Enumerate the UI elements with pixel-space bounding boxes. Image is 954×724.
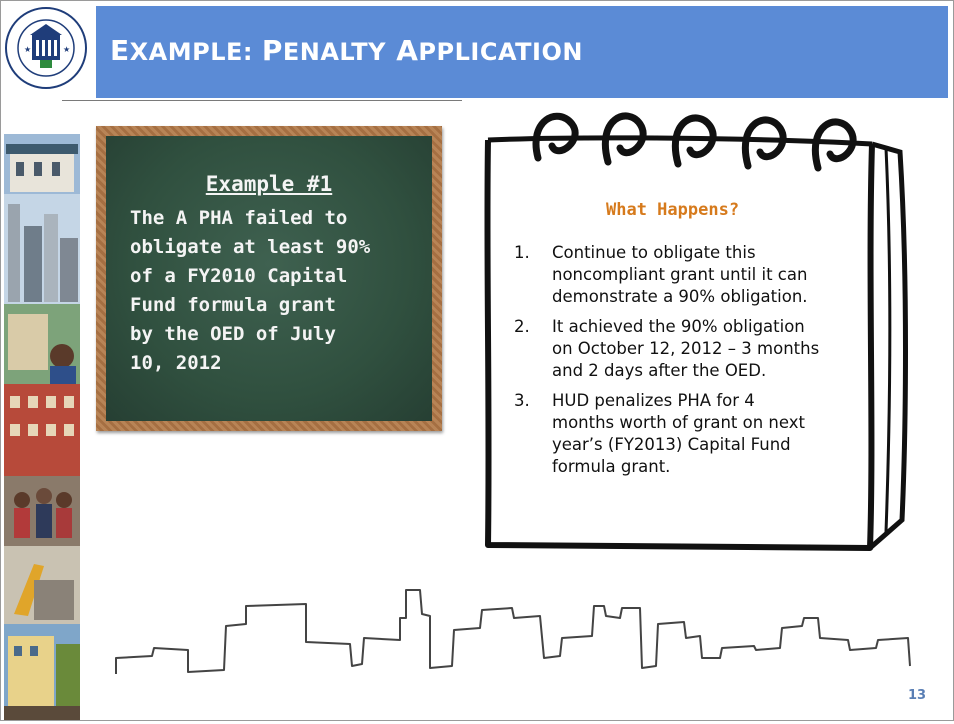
list-item: 2. It achieved the 90% obligation on Oct…	[514, 317, 820, 380]
svg-text:★: ★	[24, 45, 31, 54]
title-bar	[96, 6, 948, 98]
list-item: 1. Continue to obligate this noncomplian…	[514, 243, 808, 306]
list-number: 1.	[514, 243, 530, 262]
svg-text:★: ★	[63, 45, 70, 54]
notepad-graphic	[468, 100, 938, 570]
notepad-heading: What Happens?	[606, 200, 740, 220]
example-line: 10, 2012	[130, 352, 222, 374]
header-divider	[62, 100, 462, 101]
example-text: The A PHA failed to obligate at least 90…	[130, 204, 420, 378]
outcome-list: 1. Continue to obligate this noncomplian…	[508, 242, 878, 486]
spiral-notepad-icon	[484, 112, 908, 551]
list-number: 3.	[514, 391, 530, 410]
photo-strip	[4, 134, 80, 720]
example-line: obligate at least 90%	[130, 236, 371, 258]
chalkboard-surface: Example #1 The A PHA failed to obligate …	[106, 136, 432, 421]
example-heading: Example #1	[205, 172, 333, 196]
example-line: by the OED of July	[130, 323, 336, 345]
list-number: 2.	[514, 317, 530, 336]
hud-logo: ★ ★	[2, 2, 94, 98]
page-number: 13	[908, 688, 927, 703]
chalkboard: Example #1 The A PHA failed to obligate …	[96, 126, 442, 431]
example-line: The A PHA failed to	[130, 207, 348, 229]
example-line: Fund formula grant	[130, 294, 336, 316]
slide-title: EXAMPLE: PENALTY APPLICATION	[110, 34, 583, 67]
example-line: of a FY2010 Capital	[130, 265, 348, 287]
hud-seal-icon: ★ ★	[5, 7, 87, 89]
skyline-icon	[115, 589, 911, 674]
skyline-illustration	[100, 578, 930, 688]
list-item: 3. HUD penalizes PHA for 4 months worth …	[514, 391, 805, 476]
